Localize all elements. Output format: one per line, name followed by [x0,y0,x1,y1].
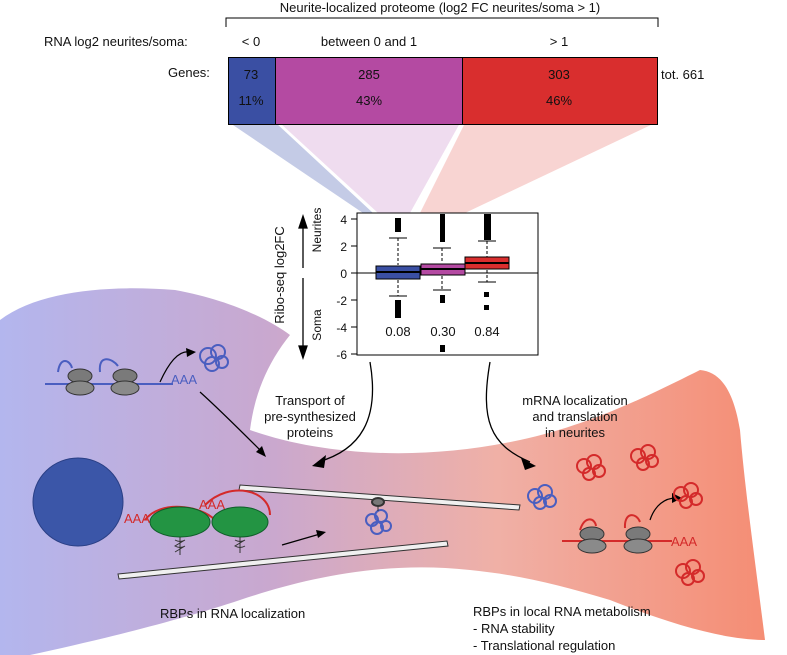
box-red [464,214,510,310]
genes-count-2: 303 [548,67,570,82]
local-translation-label-line1: mRNA localization [522,393,628,408]
bar-segment-2 [463,58,657,124]
genes-count-1: 285 [358,67,380,82]
rna-label: RNA log2 neurites/soma: [44,34,188,49]
local-translation-label-line2: and translation [532,409,618,424]
local-translation-label-line3: in neurites [545,425,605,440]
title-bracket [225,17,659,27]
arrow-transport [317,361,374,463]
protein-on-microtubule [365,497,392,535]
soma-translation-complex [45,348,266,457]
genes-stacked-bar [228,57,658,125]
neurite-translation-complex [562,493,682,554]
rbp-complex-middle [204,489,271,553]
rbp-localization-label: RBPs in RNA localization [160,606,306,621]
polya-label-rbp-middle: AAA [199,497,226,512]
ytick-2: 2 [340,240,347,254]
ytick-4: 4 [340,213,347,227]
transport-label-line3: proteins [286,425,334,440]
microtubule-lower [117,540,449,580]
protein-blob-blue-soma [199,344,229,372]
category-label-2: > 1 [549,34,569,49]
ytick-minus2: -2 [336,294,347,308]
protein-blob-blue-neurite [527,484,557,510]
genes-percent-2: 46% [545,93,573,108]
category-label-0: < 0 [241,34,261,49]
transport-arrow-small [281,533,321,546]
median-label-2: 0.84 [474,324,500,339]
genes-percent-0: 11% [238,93,264,108]
genes-percent-1: 43% [355,93,383,108]
neurites-soma-axis [298,213,308,361]
rbp-metabolism-label: RBPs in local RNA metabolism [473,604,651,619]
rbp-item-stability: - RNA stability [473,621,555,636]
genes-label: Genes: [168,65,210,80]
polya-label-soma: AAA [171,372,198,387]
transport-label-line2: pre-synthesized [264,409,356,424]
ytick-minus6: -6 [336,348,347,362]
figure-title: Neurite-localized proteome (log2 FC neur… [279,0,601,15]
polya-label-rbp-left: AAA [124,511,151,526]
fan-purple [280,123,460,213]
category-label-1: between 0 and 1 [320,34,418,49]
nucleus [32,457,124,547]
boxplot-yticks [351,218,357,355]
arrow-local-translation [485,361,531,463]
rbp-complex-left [144,505,216,555]
genes-count-0: 73 [243,67,259,82]
ytick-0: 0 [340,267,347,281]
transport-label-line1: Transport of [275,393,345,408]
genes-total: tot. 661 [661,67,705,82]
median-label-1: 0.30 [430,324,456,339]
cell-shape [0,288,765,655]
boxplot-neurites-label: Neurites [310,207,324,253]
boxplot-soma-label: Soma [310,309,324,341]
fan-blue [230,123,373,213]
ytick-minus4: -4 [336,321,347,335]
boxplot-ylabel: Ribo-seq log2FC [272,226,287,324]
bar-segment-0 [229,58,276,124]
fan-red [420,123,655,213]
median-label-0: 0.08 [385,324,411,339]
box-blue [375,218,421,318]
boxplot-frame [356,212,539,356]
rbp-item-translation: - Translational regulation [473,638,616,653]
protein-blobs-red [576,444,705,586]
bar-segment-1 [276,58,463,124]
polya-label-neurite: AAA [671,534,698,549]
